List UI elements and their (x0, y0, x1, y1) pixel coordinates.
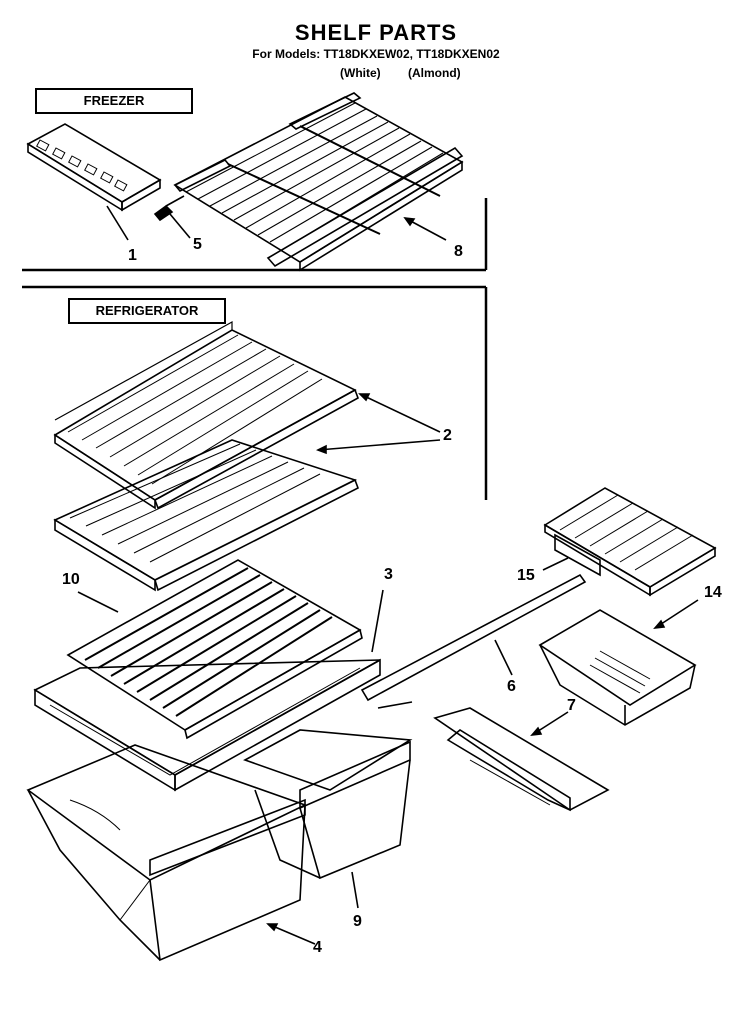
refrigerator-section-frame (22, 285, 488, 500)
trim-strip-part (360, 573, 587, 702)
leader-3 (371, 589, 384, 653)
leader-1 (106, 205, 129, 241)
leader-10 (77, 591, 119, 613)
callout-14: 14 (704, 584, 722, 601)
refrigerator-label: REFRIGERATOR (68, 298, 226, 324)
freezer-wire-shelf-part (173, 92, 464, 272)
arrow-7 (530, 726, 543, 737)
page-title: SHELF PARTS (294, 20, 458, 45)
callout-9: 9 (353, 913, 362, 930)
callout-5: 5 (193, 236, 202, 253)
crisper-drawer-right-part (243, 729, 413, 880)
models-line: For Models: TT18DKXEW02, TT18DKXEN02 (252, 47, 500, 61)
bracket-part (433, 707, 610, 812)
lower-glass-shelf-part (53, 439, 359, 592)
callout-2: 2 (443, 427, 452, 444)
arrow-4 (266, 923, 279, 932)
callout-15: 15 (517, 567, 535, 584)
arrow-2-upper (358, 393, 371, 402)
arrow-8 (403, 217, 416, 227)
arrow-14 (653, 619, 666, 630)
crisper-cover-grille-part (66, 559, 363, 740)
leader-2-lower (317, 439, 441, 451)
callout-1: 1 (128, 247, 137, 264)
leader-6 (494, 639, 513, 676)
freezer-section-frame (22, 198, 488, 272)
arrow-2-lower (316, 444, 327, 455)
crisper-drawer-left-part (26, 744, 308, 962)
callout-8: 8 (454, 243, 463, 260)
leader-15 (542, 557, 569, 571)
screw-part (153, 195, 185, 222)
callout-7: 7 (567, 697, 576, 714)
callout-6: 6 (507, 678, 516, 695)
callout-10: 10 (62, 571, 80, 588)
crisper-frame-part (33, 658, 381, 792)
leader-7-tip (377, 701, 413, 709)
freezer-label: FREEZER (35, 88, 193, 114)
leader-2-upper (359, 393, 441, 433)
deli-drawer-part (538, 609, 697, 726)
callout-4: 4 (313, 939, 322, 956)
leader-5 (169, 213, 191, 239)
variant-white: (White) (340, 66, 381, 80)
ice-tray-part (26, 123, 162, 212)
variant-almond: (Almond) (408, 66, 461, 80)
upper-glass-shelf-part (53, 320, 359, 510)
callout-3: 3 (384, 566, 393, 583)
small-shelf-part (543, 487, 717, 597)
leader-9 (351, 871, 359, 909)
